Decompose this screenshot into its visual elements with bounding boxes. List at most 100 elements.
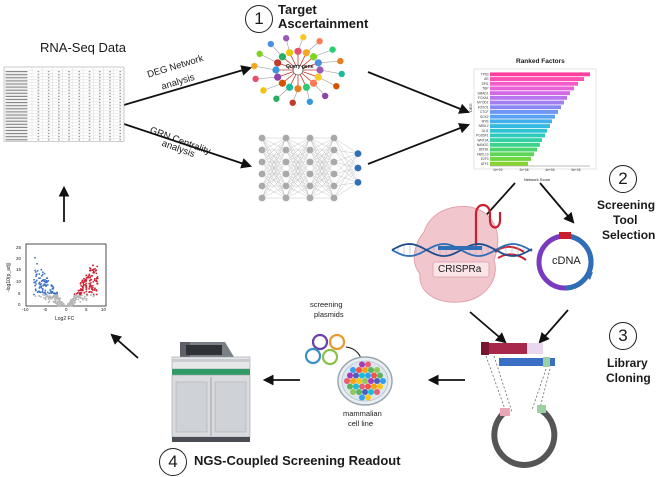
grn-node (330, 194, 338, 202)
grn-node (258, 182, 266, 190)
volcano-point (38, 277, 40, 280)
cell (380, 378, 386, 384)
cell-dish (337, 356, 393, 406)
crispra-label: CRISPRa (438, 264, 482, 275)
grn-output-node (354, 179, 362, 186)
table-cell-value (47, 92, 50, 94)
table-cell-value (109, 139, 111, 141)
table-cell-value (98, 74, 101, 76)
grn-edge (261, 161, 287, 199)
table-cell-value (37, 129, 40, 132)
volcano-point (83, 291, 86, 294)
table-cell-value (68, 114, 70, 116)
table-cell-value (109, 71, 111, 73)
crispra-label-box (432, 261, 490, 278)
table-cell-value (109, 89, 111, 91)
table-cell-value (68, 80, 70, 82)
ranked-bar (490, 142, 540, 147)
table-cell-value (88, 92, 91, 94)
table-cell-value (119, 71, 121, 73)
table-cell-value (78, 123, 81, 125)
volcano-point (40, 268, 43, 271)
volcano-point (34, 281, 36, 284)
volcano-xtick-1: -5 (43, 307, 48, 312)
table-cell-value (119, 77, 121, 79)
volcano-point (47, 296, 50, 299)
table-cell-value (68, 98, 70, 101)
network-node (302, 49, 311, 57)
table-cell-value (109, 108, 111, 110)
volcano-point (52, 301, 55, 304)
volcano-ytick-2: 10 (16, 279, 22, 284)
cell (368, 367, 374, 373)
volcano-point (85, 297, 88, 300)
table-cell-value (119, 111, 121, 113)
table-cell-value (88, 117, 91, 119)
step-3-number: 3 (609, 322, 637, 350)
table-cell-id (5, 86, 28, 88)
table-cell-value (88, 108, 91, 110)
volcano-point (34, 284, 37, 287)
table-cell-value (88, 83, 91, 85)
grn-edge (309, 137, 335, 163)
volcano-point (95, 289, 98, 292)
network-outer-node (316, 38, 323, 45)
volcano-point (88, 287, 90, 290)
grn-edge (285, 137, 311, 163)
ranked-factor-label: TP53 (481, 73, 489, 77)
volcano-point (47, 279, 50, 282)
volcano-point (79, 282, 82, 284)
volcano-point (92, 281, 95, 283)
volcano-point (80, 284, 83, 287)
volcano-point (43, 272, 46, 275)
table-cell-value (58, 98, 60, 101)
table-cell-value (58, 111, 60, 113)
table-cell-value (98, 114, 101, 116)
volcano-ytick-3: 15 (16, 267, 22, 272)
table-cell-value (78, 117, 81, 119)
cell (347, 372, 353, 379)
volcano-point (47, 298, 50, 300)
grn-node (306, 158, 314, 166)
cell (347, 383, 353, 390)
table-cell-value (58, 133, 60, 135)
table-cell-value (47, 114, 50, 116)
volcano-point (39, 283, 42, 286)
ranked-factor-label: SPI1 (482, 82, 489, 86)
volcano-point (90, 290, 93, 293)
grn-edge (333, 182, 359, 187)
volcano-point (34, 288, 37, 291)
table-cell-value (68, 133, 70, 135)
table-cell-value (47, 83, 50, 85)
table-cell-value (88, 114, 91, 116)
table-cell-value (78, 105, 81, 107)
ranked-factor-label: FOXA1 (478, 96, 489, 100)
step-3-label-line1: Library (607, 356, 648, 370)
table-cell-value (109, 105, 111, 107)
table-cell-value (68, 139, 70, 141)
table-cell-value (98, 95, 101, 97)
ngs-sequencer (171, 342, 251, 442)
table-cell-id (5, 80, 28, 82)
step-4-label: NGS-Coupled Screening Readout (194, 453, 401, 468)
volcano-point (53, 298, 56, 301)
ranked-bar (490, 114, 555, 119)
ranked-bar (490, 86, 574, 91)
cell (374, 389, 380, 395)
table-cell-value (119, 123, 121, 125)
table-cell-value (37, 95, 40, 97)
step-2-label-line3: Selection (602, 228, 656, 242)
guide-rna (474, 203, 502, 248)
grn-edge (309, 137, 335, 151)
network-outer-node (337, 57, 344, 65)
cell (353, 383, 359, 390)
screening-plasmids-line1: screening (310, 300, 343, 309)
arrow-ranked-cdna (539, 182, 575, 224)
table-cell-value (119, 74, 121, 76)
volcano-point (85, 290, 88, 293)
volcano-point (45, 279, 48, 282)
volcano-point (39, 295, 42, 298)
table-cell-value (98, 136, 101, 138)
